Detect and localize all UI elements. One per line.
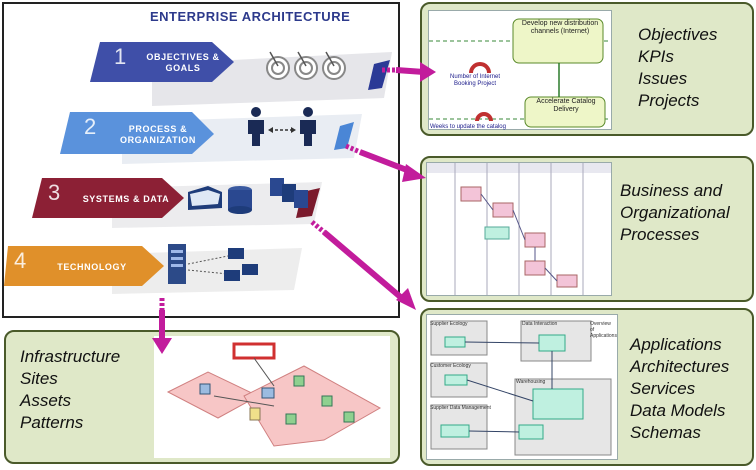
layer-1-label: OBJECTIVES & GOALS <box>146 52 220 73</box>
architecture-layers-graphic <box>4 42 392 294</box>
infrastructure-network-diagram <box>166 342 382 447</box>
arrow-layer4-to-infrastructure <box>152 298 172 354</box>
app-overview-label: Overview of Applications <box>590 321 617 339</box>
layer-4-shadow <box>112 248 302 294</box>
applications-text: Applications Architectures Services Data… <box>630 335 730 442</box>
people-icons <box>248 107 316 146</box>
app-box-supplier: Supplier Ecology <box>430 321 468 327</box>
layer-3-banner <box>32 178 184 218</box>
layer-3-number: 3 <box>48 180 61 205</box>
objective-node-catalog: Accelerate Catalog Delivery <box>536 98 596 113</box>
objective-node-develop: Develop new distribution channels (Inter… <box>521 20 599 35</box>
layer-4-banner <box>4 246 164 286</box>
systems-data-icons <box>188 178 308 214</box>
process-swimlane-diagram <box>427 163 611 295</box>
objectives-diagram-thumbnail <box>428 10 612 130</box>
layer-4-label: TECHNOLOGY <box>57 262 127 272</box>
target-icons <box>266 51 346 80</box>
kpi-label-catalog: Weeks to update the catalog <box>430 124 506 130</box>
app-box-supplier-data: Supplier Data Management <box>430 405 491 411</box>
layer-2-label: PROCESS & ORGANIZATION <box>119 124 197 145</box>
layer-3-label: SYSTEMS & DATA <box>82 194 170 204</box>
business-process-text: Business and Organizational Processes <box>620 181 730 244</box>
app-box-customer: Customer Ecology <box>430 363 471 369</box>
arrow-layer3-to-applications <box>310 220 416 310</box>
app-box-data: Data Interaction <box>522 321 558 327</box>
layer-1-number: 1 <box>114 44 127 69</box>
layer-2-number: 2 <box>84 114 97 139</box>
layer-2-banner <box>60 112 214 154</box>
applications-diagram-thumbnail <box>426 314 618 460</box>
arrow-layer1-to-objectives <box>382 62 436 82</box>
layer-1-banner <box>90 42 234 82</box>
layer-4-number: 4 <box>14 248 27 273</box>
objectives-text: Objectives KPIs Issues Projects <box>638 25 718 110</box>
technology-icons <box>168 244 258 284</box>
process-diagram-thumbnail <box>426 162 612 296</box>
enterprise-architecture-title: ENTERPRISE ARCHITECTURE <box>150 9 351 24</box>
infrastructure-text: Infrastructure Sites Assets Patterns <box>20 347 121 432</box>
objectives-diagram <box>429 18 611 128</box>
arrow-layer2-to-business <box>345 143 426 182</box>
kpi-label-booking: Number of Internet Booking Project <box>449 74 501 87</box>
application-architecture-diagram <box>430 320 612 456</box>
app-box-warehousing: Warehousing <box>516 379 546 385</box>
infrastructure-diagram-thumbnail <box>154 336 390 458</box>
layer-2-tail <box>334 122 354 150</box>
